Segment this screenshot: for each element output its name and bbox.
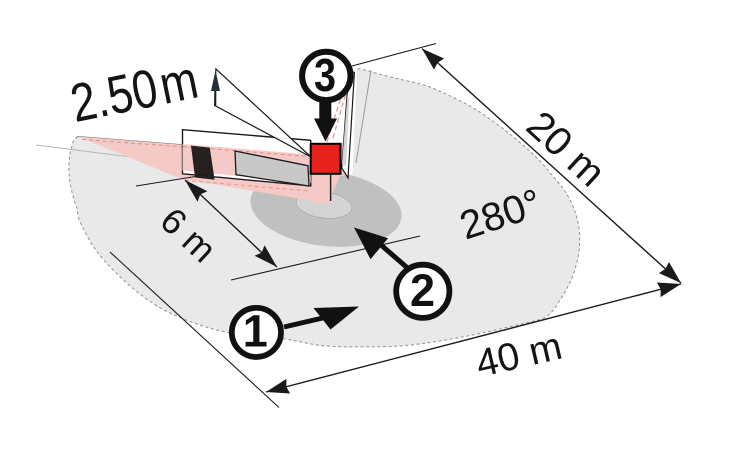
svg-text:2: 2 — [410, 265, 435, 316]
svg-text:3: 3 — [314, 49, 336, 101]
svg-text:1: 1 — [243, 305, 268, 356]
